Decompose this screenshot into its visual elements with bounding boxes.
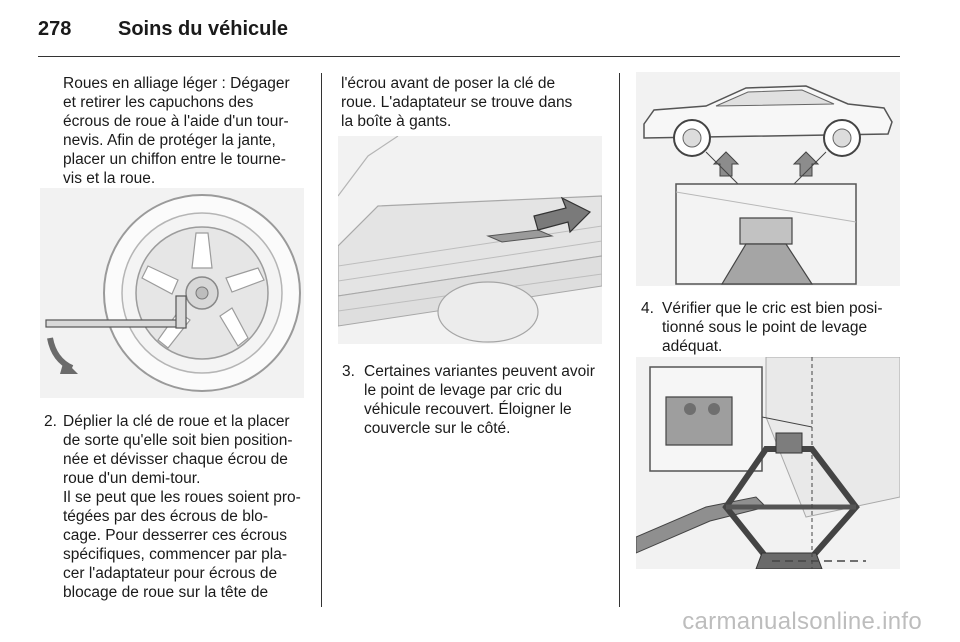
step-4-line: tionné sous le point de levage xyxy=(662,319,868,336)
step-2-note-line: cer l'adaptateur pour écrous de xyxy=(63,565,278,582)
header-rule xyxy=(38,56,900,57)
wheel-wrench-illustration xyxy=(40,188,304,398)
intro-line: placer un chiffon entre le tourne- xyxy=(63,151,286,168)
intro-paragraph: Roues en alliage léger : Dégager et reti… xyxy=(63,74,290,188)
jacking-point-cover-illustration xyxy=(338,136,602,344)
intro-line: et retirer les capuchons des xyxy=(63,94,254,111)
step-2-line: née et dévisser chaque écrou de xyxy=(63,451,288,468)
column-divider-2 xyxy=(619,73,620,607)
step-2-note-line: tégées par des écrous de blo- xyxy=(63,508,269,525)
step-2-line: roue d'un demi-tour. xyxy=(63,470,201,487)
step-4-number: 4. xyxy=(641,300,654,317)
step-2-note-line: spécifiques, commencer par pla- xyxy=(63,546,287,563)
step-2-number: 2. xyxy=(44,413,57,430)
continuation-line: roue. L'adaptateur se trouve dans xyxy=(341,94,573,111)
step-4-line: Vérifier que le cric est bien posi- xyxy=(662,300,883,317)
page-number: 278 xyxy=(38,18,72,40)
step-2-note-line: blocage de roue sur la tête de xyxy=(63,584,269,601)
continuation-line: la boîte à gants. xyxy=(341,113,452,130)
continuation-paragraph: l'écrou avant de poser la clé de roue. L… xyxy=(341,74,572,131)
step-2-line: Déplier la clé de roue et la placer xyxy=(63,413,290,430)
step-3-text: Certaines variantes peuvent avoir le poi… xyxy=(364,362,595,438)
site-watermark: carmanualsonline.info xyxy=(682,608,922,635)
car-lift-points-illustration xyxy=(636,72,900,286)
step-3-line: le point de levage par cric du xyxy=(364,382,563,399)
intro-line: nevis. Afin de protéger la jante, xyxy=(63,132,276,149)
step-4-line: adéquat. xyxy=(662,338,723,355)
step-3-number: 3. xyxy=(342,363,355,380)
step-2-text: Déplier la clé de roue et la placer de s… xyxy=(63,412,293,488)
step-2-note: Il se peut que les roues soient pro- tég… xyxy=(63,488,301,602)
column-divider-1 xyxy=(321,73,322,607)
step-4-text: Vérifier que le cric est bien posi- tion… xyxy=(662,299,883,356)
intro-line: écrous de roue à l'aide d'un tour- xyxy=(63,113,289,130)
continuation-line: l'écrou avant de poser la clé de xyxy=(341,75,556,92)
step-2-note-line: cage. Pour desserrer ces écrous xyxy=(63,527,287,544)
step-3-line: véhicule recouvert. Éloigner le xyxy=(364,401,572,418)
step-3-line: couvercle sur le côté. xyxy=(364,420,511,437)
scissor-jack-illustration xyxy=(636,357,900,569)
intro-line: vis et la roue. xyxy=(63,170,156,187)
section-title: Soins du véhicule xyxy=(118,18,289,40)
step-2-line: de sorte qu'elle soit bien position- xyxy=(63,432,293,449)
step-2-note-line: Il se peut que les roues soient pro- xyxy=(63,489,301,506)
step-3-line: Certaines variantes peuvent avoir xyxy=(364,363,595,380)
intro-line: Roues en alliage léger : Dégager xyxy=(63,75,290,92)
